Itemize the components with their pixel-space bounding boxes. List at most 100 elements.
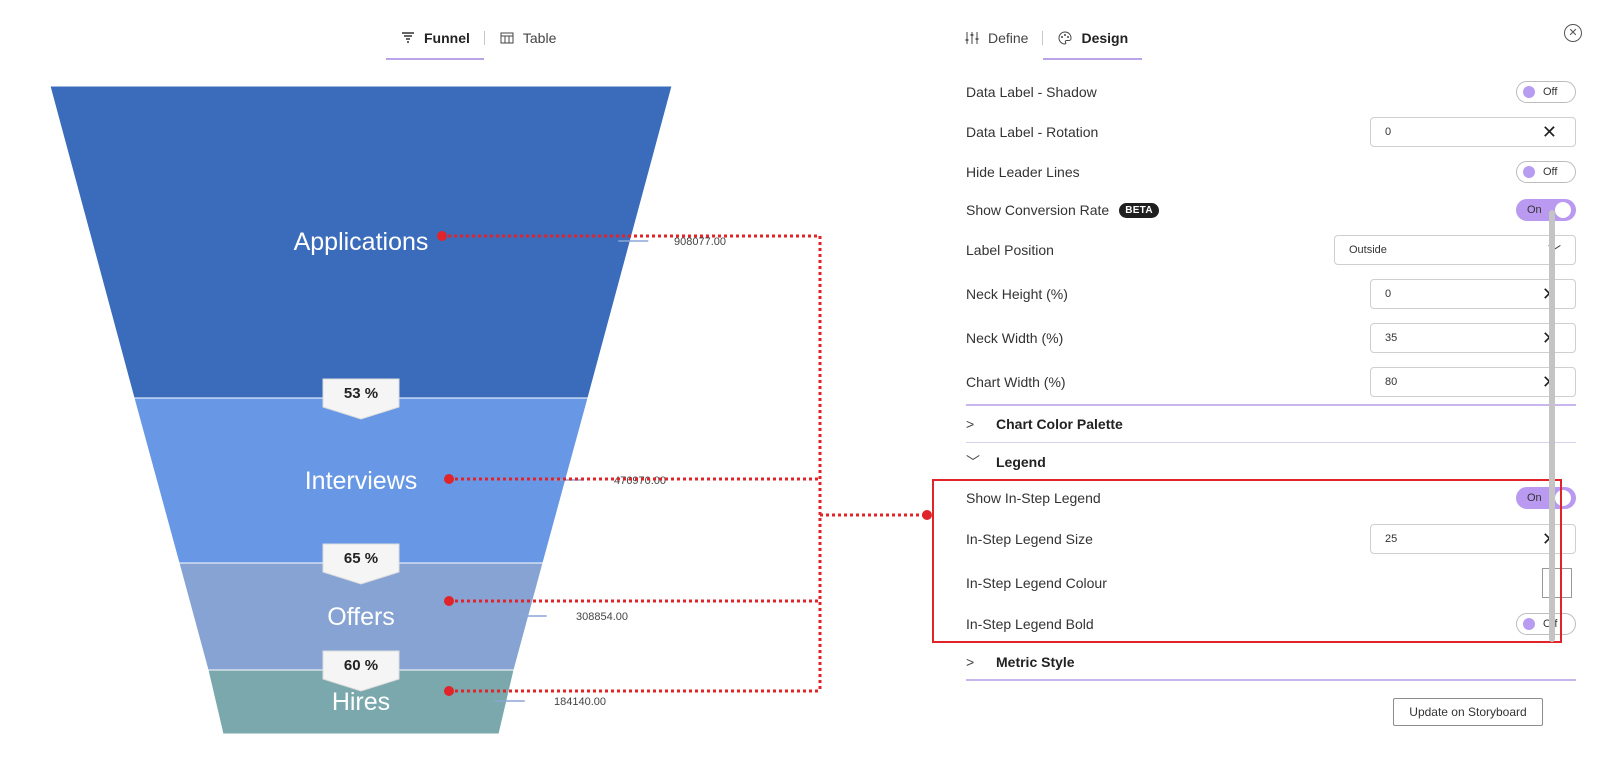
funnel-chart: 908077.00Applications476970.00Interviews… [49,85,932,735]
show-in-step-legend-toggle[interactable]: On [1516,487,1576,509]
data-label-value: 184140.00 [554,696,606,708]
conversion-rate-text: 65 % [344,550,378,567]
clear-icon[interactable]: ✕ [1541,122,1557,142]
toggle-text: Off [1543,166,1558,178]
badge-shape [322,378,400,420]
tab-separator [1042,31,1044,45]
setting-data-label-rotation: Data Label - Rotation 0✕ [966,114,1576,150]
label-position-select[interactable]: Outside﹀ [1334,235,1576,265]
conversion-rate-badge: 60 % [322,650,400,692]
scrollbar-thumb[interactable] [1549,210,1555,642]
tab-design[interactable]: Design [1043,20,1142,60]
setting-label: In-Step Legend Bold [966,616,1094,632]
setting-chart-width: Chart Width (%) 80✕ [966,364,1576,400]
data-label-rotation-input[interactable]: 0✕ [1370,117,1576,147]
input-value: 35 [1385,332,1398,344]
select-value: Outside [1349,244,1387,256]
in-step-legend-size-input[interactable]: 25✕ [1370,524,1576,554]
toggle-knob [1523,618,1535,630]
setting-in-step-legend-size: In-Step Legend Size 25✕ [966,521,1576,557]
setting-hide-leader-lines: Hide Leader Lines Off [966,154,1576,190]
neck-width-input[interactable]: 35✕ [1370,323,1576,353]
setting-label-group: Show Conversion Rate BETA [966,202,1159,218]
setting-in-step-legend-bold: In-Step Legend Bold Off [966,606,1576,642]
palette-icon [1058,31,1072,45]
conversion-rate-badge: 53 % [322,378,400,420]
beta-badge: BETA [1119,202,1159,218]
setting-label: In-Step Legend Size [966,531,1093,547]
settings-tabs: Define Design [950,18,1142,60]
input-value: 0 [1385,126,1392,138]
annotation-dot [444,596,454,606]
toggle-knob [1555,490,1571,506]
tab-design-label: Design [1081,30,1129,46]
setting-label: Chart Width (%) [966,374,1066,390]
setting-label: Data Label - Rotation [966,124,1099,140]
section-divider [966,679,1576,681]
setting-label: In-Step Legend Colour [966,575,1107,591]
update-on-storyboard-button[interactable]: Update on Storyboard [1393,698,1543,726]
in-step-legend-label: Interviews [305,467,418,495]
annotation-dot [922,510,932,520]
toggle-text: Off [1543,86,1558,98]
section-divider [966,442,1576,443]
conversion-rate-text: 53 % [344,385,378,402]
setting-label: Show Conversion Rate [966,202,1110,218]
setting-neck-width: Neck Width (%) 35✕ [966,320,1576,356]
tab-define[interactable]: Define [950,20,1042,56]
section-title: Chart Color Palette [996,416,1123,432]
tab-separator [483,31,485,45]
toggle-knob [1523,166,1535,178]
tab-table[interactable]: Table [485,20,570,56]
data-label-value: 476970.00 [614,475,666,487]
setting-label-position: Label Position Outside﹀ [966,232,1576,268]
close-circle-icon[interactable]: ✕ [1564,24,1582,42]
setting-neck-height: Neck Height (%) 0✕ [966,276,1576,312]
in-step-legend-bold-toggle[interactable]: Off [1516,613,1576,635]
hide-leader-lines-toggle[interactable]: Off [1516,161,1576,183]
input-value: 25 [1385,533,1398,545]
chart-view-tabs: Funnel Table [386,18,570,60]
data-label-value: 908077.00 [674,236,726,248]
conversion-rate-text: 60 % [344,657,378,674]
chevron-right-icon: > [966,416,975,432]
annotation-dot [437,231,447,241]
section-legend[interactable]: ﹀ Legend [966,444,1576,480]
toggle-knob [1523,86,1535,98]
funnel-icon [402,32,414,43]
setting-data-label-shadow: Data Label - Shadow Off [966,74,1576,110]
setting-label: Hide Leader Lines [966,164,1080,180]
data-label-value: 308854.00 [576,611,628,623]
tab-funnel[interactable]: Funnel [386,20,484,60]
chart-width-input[interactable]: 80✕ [1370,367,1576,397]
badge-shape [322,543,400,585]
data-label-shadow-toggle[interactable]: Off [1516,81,1576,103]
annotation-dot [444,474,454,484]
in-step-legend-colour-swatch[interactable] [1542,568,1572,598]
in-step-legend-label: Hires [332,688,390,716]
funnel-segment-hires[interactable] [207,669,515,735]
setting-label: Neck Width (%) [966,330,1064,346]
sliders-icon [965,32,979,44]
input-value: 80 [1385,376,1398,388]
section-title: Metric Style [996,654,1075,670]
setting-show-in-step-legend: Show In-Step Legend On [966,480,1576,516]
setting-label: Show In-Step Legend [966,490,1101,506]
conversion-rate-badge: 65 % [322,543,400,585]
in-step-legend-label: Offers [327,603,395,631]
toggle-text: On [1527,204,1542,216]
show-conversion-rate-toggle[interactable]: On [1516,199,1576,221]
setting-in-step-legend-colour: In-Step Legend Colour [966,565,1576,601]
toggle-knob [1555,202,1571,218]
tab-define-label: Define [988,30,1029,46]
setting-label: Neck Height (%) [966,286,1068,302]
setting-label: Label Position [966,242,1054,258]
section-title: Legend [996,454,1046,470]
table-icon [500,32,514,44]
input-value: 0 [1385,288,1392,300]
setting-label: Data Label - Shadow [966,84,1097,100]
annotation-dot [444,686,454,696]
section-metric-style[interactable]: > Metric Style [966,644,1576,680]
section-chart-color-palette[interactable]: > Chart Color Palette [966,406,1576,442]
neck-height-input[interactable]: 0✕ [1370,279,1576,309]
